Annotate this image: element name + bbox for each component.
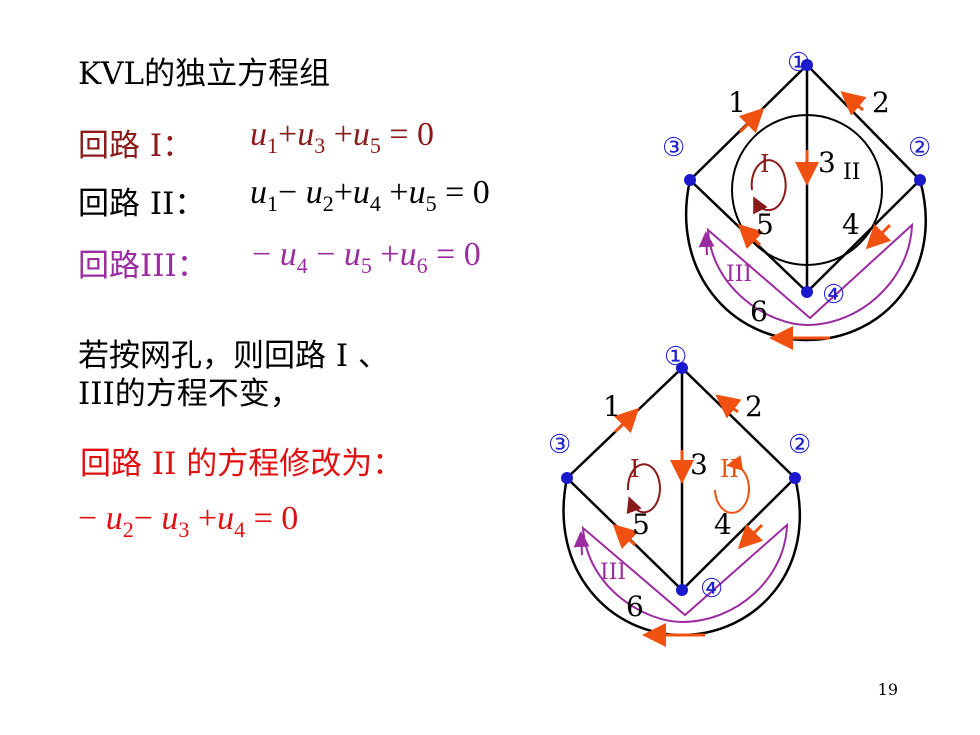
circuit-graph-1 (684, 59, 927, 350)
note-line-1: 若按网孔，则回路 I 、 (78, 338, 389, 374)
eq-operator: − (307, 236, 344, 273)
eq-variable: u (279, 236, 297, 273)
eq-subscript: 5 (425, 191, 437, 216)
g1-branch-5: 5 (756, 208, 774, 241)
loop-3-label: 回路III： (78, 248, 208, 284)
eq-variable: u (305, 174, 323, 211)
g2-loop-3: III (600, 560, 627, 585)
eq-variable: u (161, 500, 179, 537)
eq-operator: − (78, 500, 106, 537)
eq-operator: − (278, 174, 306, 211)
g1-node-3: ③ (662, 133, 686, 163)
eq-variable: u (408, 174, 426, 211)
eq-subscript: 6 (416, 253, 428, 278)
eq-subscript: 5 (369, 133, 381, 158)
g2-node-2: ② (788, 430, 812, 460)
g1-branch-6: 6 (750, 295, 768, 328)
g1-node-1: ① (787, 48, 811, 78)
g2-node-1: ① (664, 342, 688, 372)
g1-node-4: ④ (822, 280, 846, 310)
loop-2-equation: u1− u2+u4 +u5 = 0 (250, 174, 490, 215)
eq-subscript: 4 (234, 517, 246, 542)
eq-operator: + (325, 116, 353, 153)
eq-subscript: 1 (267, 191, 278, 216)
g2-branch-4: 4 (714, 508, 732, 541)
modify-label: 回路 II 的方程修改为： (80, 438, 403, 483)
eq-subscript: 4 (369, 191, 381, 216)
eq-rhs: = 0 (380, 116, 435, 153)
eq-subscript: 3 (178, 517, 190, 542)
eq-subscript: 3 (314, 133, 326, 158)
eq-variable: u (352, 116, 370, 153)
eq-operator: + (278, 116, 298, 153)
eq-rhs: = 0 (245, 500, 299, 537)
eq-variable: u (297, 116, 315, 153)
eq-variable: u (343, 236, 361, 273)
modified-loop-2-equation: − u2− u3 +u4 = 0 (78, 500, 299, 541)
eq-rhs: = 0 (427, 236, 481, 273)
eq-variable: u (250, 174, 267, 211)
loop-2-label: 回路 II： (78, 186, 206, 222)
g1-loop-3: III (726, 262, 753, 287)
loop-2-circle (731, 114, 883, 266)
page-number: 19 (877, 680, 898, 699)
g2-branch-3: 3 (690, 448, 708, 481)
eq-rhs: = 0 (436, 174, 490, 211)
slide-heading: KVL的独立方程组 (78, 56, 331, 92)
eq-subscript: 5 (360, 253, 372, 278)
g2-branch-5: 5 (632, 508, 650, 541)
g1-branch-1: 1 (728, 86, 746, 119)
g1-branch-2: 2 (872, 86, 890, 119)
eq-subscript: 1 (267, 133, 278, 158)
loop-1-equation: u1+u3 +u5 = 0 (250, 116, 435, 157)
eq-operator: + (189, 500, 218, 537)
g2-branch-2: 2 (745, 390, 763, 423)
g1-branch-3: 3 (818, 146, 836, 179)
eq-operator: + (380, 174, 409, 211)
note-line-2: III的方程不变， (78, 376, 301, 412)
eq-variable: u (105, 500, 123, 537)
eq-variable: u (217, 500, 235, 537)
eq-operator: − (133, 500, 162, 537)
eq-subscript: 2 (322, 191, 334, 216)
eq-operator: + (371, 236, 400, 273)
circuit-graph-2 (561, 362, 801, 647)
eq-variable: u (399, 236, 417, 273)
g1-loop-2: II (843, 160, 861, 185)
g2-node-4: ④ (700, 574, 724, 604)
g2-branch-6: 6 (626, 590, 644, 623)
loop-1-label: 回路 I： (78, 128, 194, 164)
g1-branch-4: 4 (842, 208, 860, 241)
g1-node-2: ② (908, 133, 932, 163)
modify-label-text: 回路 II 的方程修改为： (80, 446, 404, 482)
eq-subscript: 2 (122, 517, 134, 542)
eq-variable: u (352, 174, 370, 211)
eq-operator: + (333, 174, 353, 211)
g1-loop-1: I (760, 150, 770, 178)
g2-loop-2: II (720, 455, 739, 483)
loop-3-equation: − u4 − u5 +u6 = 0 (252, 236, 481, 277)
eq-subscript: 4 (296, 253, 308, 278)
g2-node-3: ③ (548, 430, 572, 460)
eq-variable: u (250, 116, 267, 153)
g2-loop-1: I (630, 455, 640, 483)
g2-branch-1: 1 (603, 390, 621, 423)
eq-operator: − (252, 236, 280, 273)
